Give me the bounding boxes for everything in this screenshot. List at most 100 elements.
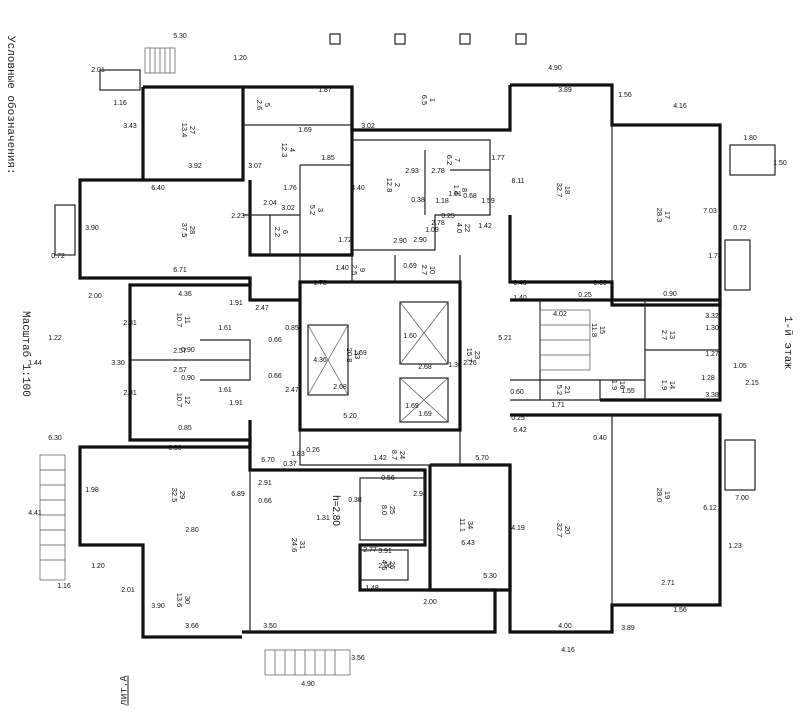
porches (54, 69, 776, 491)
dimension-label: 0.68 (463, 193, 477, 200)
dimension-label: 1.40 (335, 265, 349, 272)
dimension-label: 1.98 (85, 487, 99, 494)
room-label: 1110.7 (175, 313, 192, 328)
dimension-label: 1.01 (448, 191, 462, 198)
dimension-label: 0.66 (268, 337, 282, 344)
room-label: 92.5 (350, 265, 367, 275)
dimension-label: 2.47 (255, 305, 269, 312)
dimension-label: 2.00 (423, 599, 437, 606)
dimension-label: 0.66 (268, 373, 282, 380)
dimension-label: 0.69 (403, 263, 417, 270)
dimension-label: 1.27 (705, 351, 719, 358)
central-upper-walls (243, 85, 512, 255)
dimension-label: 2.26 (463, 360, 477, 367)
dimension-label: 1.44 (28, 360, 42, 367)
dimension-label: 6.12 (703, 505, 717, 512)
dimension-label: 1.56 (673, 607, 687, 614)
room-label: 212.8 (385, 178, 402, 193)
dimension-label: 0.40 (593, 435, 607, 442)
dimension-label: 1.40 (513, 295, 527, 302)
dimension-label: 3.90 (151, 603, 165, 610)
room-label: 76.2 (445, 155, 462, 165)
dimension-label: 1.20 (233, 55, 247, 62)
dimension-label: 2.81 (123, 320, 137, 327)
dimension-label: 4.90 (548, 65, 562, 72)
dimension-label: 2.94 (413, 491, 427, 498)
dimension-labels: 5.302.011.201.163.894.901.564.161.801.50… (28, 33, 787, 688)
room-label: 412.3 (280, 143, 297, 158)
dimension-label: 0.25 (441, 213, 455, 220)
dimension-label: 3.91 (378, 548, 392, 555)
dimension-label: 2.68 (333, 384, 347, 391)
dimension-label: 5.70 (475, 455, 489, 462)
dimension-label: 1.30 (448, 362, 462, 369)
dimension-label: 0.38 (411, 197, 425, 204)
room-label: 2315.7 (465, 348, 482, 363)
dimension-label: 1.55 (621, 388, 635, 395)
dimension-label: 7.03 (703, 208, 717, 215)
dimension-label: 1.80 (743, 135, 757, 142)
dimension-label: 4.19 (511, 525, 525, 532)
dimension-label: 4.02 (553, 311, 567, 318)
room-label: 1832.7 (555, 183, 572, 198)
dimension-label: 3.50 (263, 623, 277, 630)
room-label: 248.7 (390, 450, 407, 460)
dimension-label: 1.30 (705, 325, 719, 332)
dimension-label: 3.89 (558, 87, 572, 94)
dimension-label: 0.90 (181, 375, 195, 382)
dimension-label: 6.30 (48, 435, 62, 442)
legend-title: Условные обозначения: (4, 36, 16, 175)
dimension-label: 3.07 (248, 163, 262, 170)
dimension-label: 0.25 (511, 415, 525, 422)
dimension-label: 1.42 (373, 455, 387, 462)
room-label: 1728.3 (655, 208, 672, 223)
dimension-label: 1.78 (313, 280, 327, 287)
room-label: 264.6 (380, 560, 397, 570)
dimension-label: 7.00 (735, 495, 749, 502)
dimension-label: 6.70 (261, 457, 275, 464)
dimension-label: 8.11 (511, 178, 524, 185)
central-core-walls (298, 255, 462, 432)
dimension-label: 3.02 (361, 123, 375, 130)
dimension-label: 2.23 (231, 213, 245, 220)
dimension-label: 2.77 (363, 547, 377, 554)
dimension-label: 5.30 (173, 33, 187, 40)
dimension-label: 6.89 (231, 491, 245, 498)
dimension-label: 2.90 (413, 237, 427, 244)
dimension-label: 0.85 (178, 425, 192, 432)
dimension-label: 6.71 (173, 267, 187, 274)
dimension-label: 0.37 (283, 461, 297, 468)
room-label: 2932.5 (170, 488, 187, 503)
dimension-label: 2.78 (431, 220, 445, 227)
dimension-label: 3.89 (621, 625, 635, 632)
ceiling-height-label: h=2.80 (329, 495, 341, 526)
scale-label: Масштаб 1:100 (19, 311, 31, 397)
room-label: 1511.8 (590, 323, 607, 337)
dimension-label: 2.57 (173, 367, 187, 374)
dimension-label: 1.05 (733, 363, 747, 370)
dimension-label: 4.00 (558, 623, 572, 630)
dimension-label: 5.21 (498, 335, 512, 342)
dimension-label: 1.16 (113, 100, 127, 107)
dimension-label: 2.47 (285, 387, 299, 394)
dimension-label: 6.40 (151, 185, 165, 192)
dimension-label: 1.69 (418, 411, 432, 418)
room-label: 2837.5 (180, 223, 197, 238)
dimension-label: 0.85 (285, 325, 299, 332)
dimension-label: 4.90 (301, 681, 315, 688)
room-label: 2032.7 (555, 523, 572, 538)
dimension-label: 0.60 (510, 389, 524, 396)
dimension-label: 1.61 (218, 325, 232, 332)
room-label: 16.5 (420, 95, 437, 105)
dimension-label: 2.68 (418, 364, 432, 371)
dimension-label: 2.57 (173, 348, 187, 355)
dimension-label: 0.90 (168, 445, 182, 452)
dimension-label: 1.50 (773, 160, 787, 167)
lower-block-walls (242, 430, 512, 634)
room-label: 161.9 (610, 380, 627, 390)
dimension-label: 6.43 (461, 540, 475, 547)
dimension-label: 1.91 (229, 300, 243, 307)
dimension-label: 2.81 (123, 390, 137, 397)
